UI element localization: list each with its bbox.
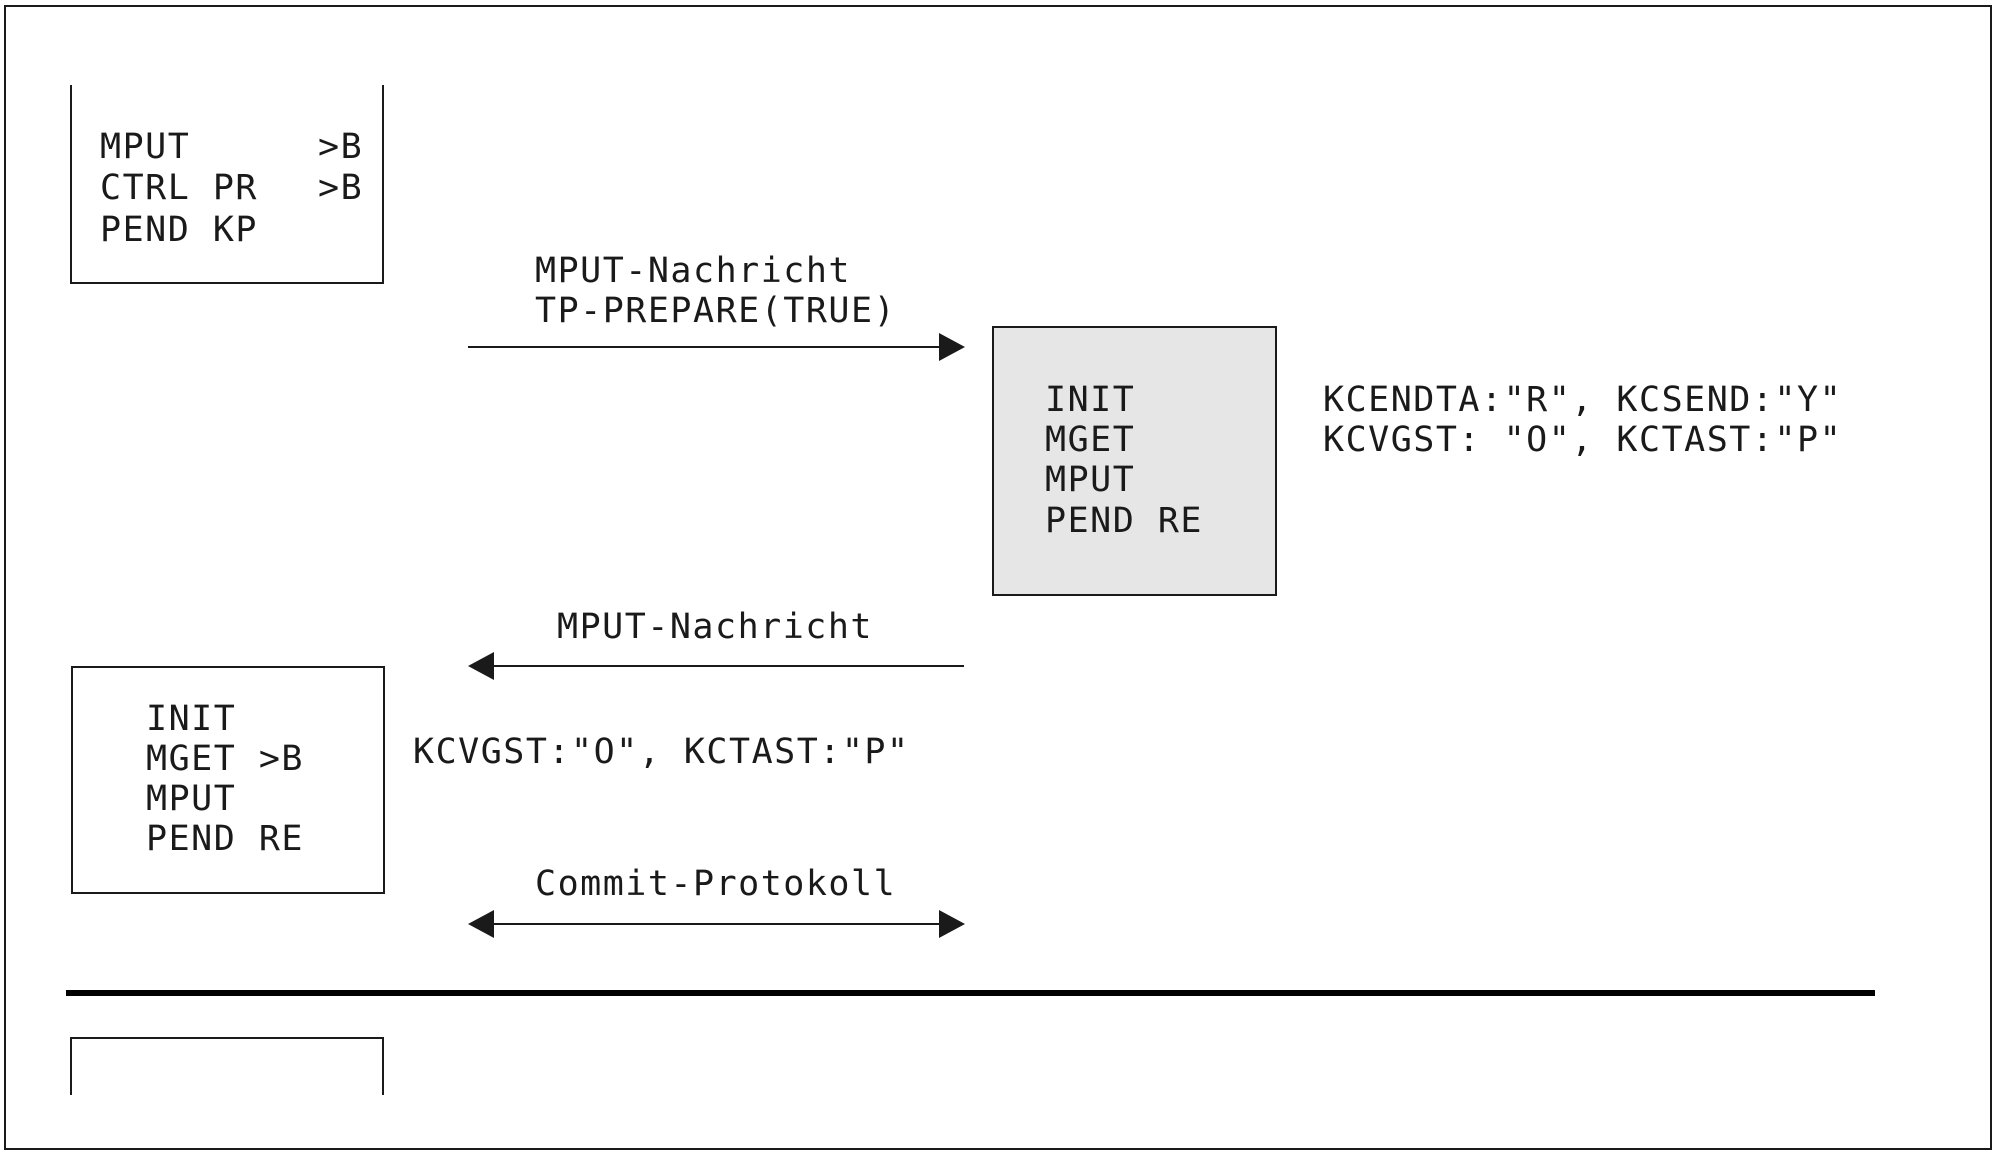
remote-status-line-1: KCENDTA:"R", KCSEND:"Y": [1323, 380, 1842, 420]
commit-arrow-head-right: [939, 910, 965, 938]
middle-left-box-line-4: PEND RE: [146, 819, 304, 859]
top-left-box-target-1: >B: [318, 127, 363, 167]
remote-box-line-3: MPUT: [1045, 460, 1135, 500]
middle-left-box-line-2: MGET >B: [146, 739, 304, 779]
remote-box-line-1: INIT: [1045, 380, 1135, 420]
remote-box-line-4: PEND RE: [1045, 501, 1203, 541]
bottom-left-box-outline: [70, 1037, 384, 1095]
arrow-to-local-head: [468, 652, 494, 680]
top-left-box-line-3: PEND KP: [100, 210, 258, 250]
arrow-to-remote-label-1: MPUT-Nachricht: [535, 251, 851, 291]
arrow-to-remote-label-2: TP-PREPARE(TRUE): [535, 291, 896, 331]
commit-arrow-head-left: [468, 910, 494, 938]
middle-left-box-line-3: MPUT: [146, 779, 236, 819]
outer-frame: [4, 5, 1992, 1150]
middle-left-box: [71, 666, 385, 894]
remote-box: [992, 326, 1277, 596]
remote-box-line-2: MGET: [1045, 420, 1135, 460]
middle-left-box-line-1: INIT: [146, 699, 236, 739]
commit-arrow-label: Commit-Protokoll: [535, 864, 896, 904]
arrow-to-local-label: MPUT-Nachricht: [557, 607, 873, 647]
local-status: KCVGST:"O", KCTAST:"P": [413, 732, 910, 772]
top-left-box-line-2: CTRL PR: [100, 168, 258, 208]
arrow-to-remote-head: [939, 333, 965, 361]
top-left-box-line-1: MPUT: [100, 127, 190, 167]
top-left-box-outline: [70, 85, 384, 284]
remote-status-line-2: KCVGST: "O", KCTAST:"P": [1323, 420, 1842, 460]
top-left-box-target-2: >B: [318, 168, 363, 208]
